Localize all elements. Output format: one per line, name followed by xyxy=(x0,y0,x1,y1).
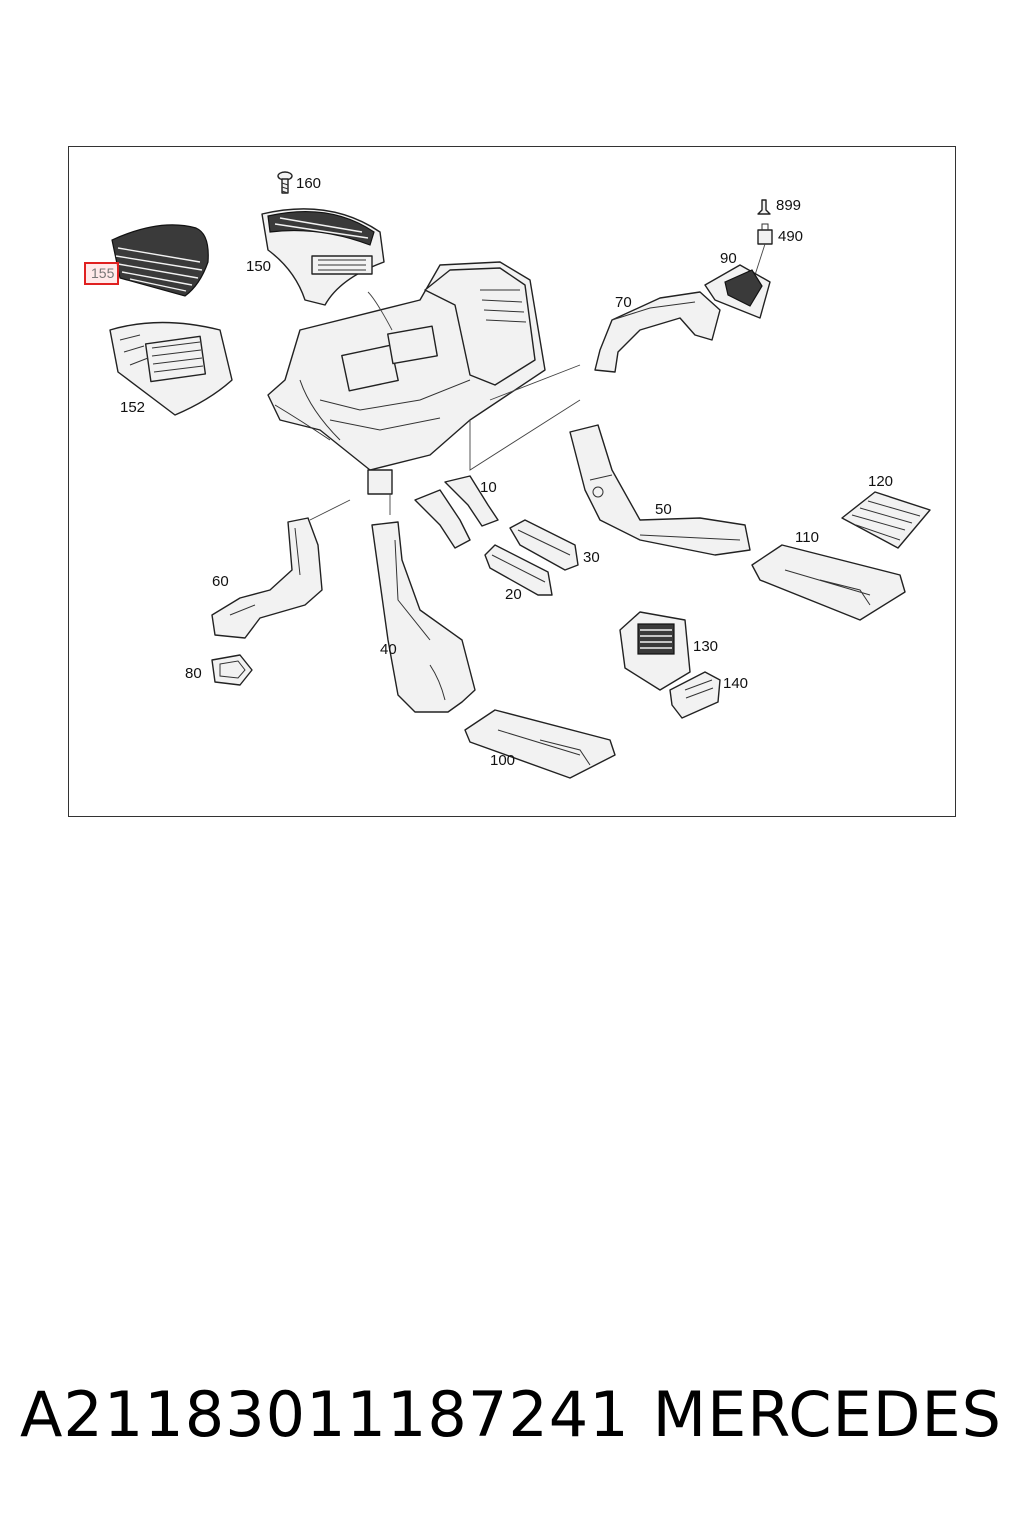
callout-150: 150 xyxy=(246,258,272,275)
callout-70: 70 xyxy=(615,294,632,311)
callout-20: 20 xyxy=(505,586,522,603)
callout-140: 140 xyxy=(723,675,749,692)
callout-90: 90 xyxy=(720,250,737,267)
diagram-frame xyxy=(68,146,956,817)
brand-name: MERCEDES xyxy=(652,1378,1002,1451)
callout-160: 160 xyxy=(296,175,322,192)
part-70-duct xyxy=(594,291,721,373)
part-152-left-vent xyxy=(109,321,233,416)
part-140-control-unit xyxy=(669,671,721,719)
callout-50: 50 xyxy=(655,501,672,518)
part-10-ducts xyxy=(414,475,499,549)
part-20-duct xyxy=(484,544,553,596)
part-80-gasket xyxy=(211,654,253,686)
callout-120: 120 xyxy=(868,473,894,490)
callout-100: 100 xyxy=(490,752,516,769)
part-30-duct xyxy=(509,519,579,571)
callout-130: 130 xyxy=(693,638,719,655)
part-number: A21183011187241 xyxy=(20,1378,630,1451)
part-899-490-fasteners xyxy=(754,199,773,276)
callout-60: 60 xyxy=(212,573,229,590)
callout-155-highlighted: 155 xyxy=(84,262,120,285)
callout-30: 30 xyxy=(583,549,600,566)
hvac-housing xyxy=(267,261,546,495)
part-130-console-vent xyxy=(619,611,691,691)
callout-40: 40 xyxy=(380,641,397,658)
part-100-floor-vent xyxy=(464,709,616,779)
callout-110: 110 xyxy=(795,529,819,546)
callout-80: 80 xyxy=(185,665,202,682)
callout-10: 10 xyxy=(480,479,497,496)
part-120-grille xyxy=(841,491,931,549)
part-160-screw xyxy=(277,171,293,194)
part-40-duct xyxy=(371,521,476,713)
part-110-floor-vent xyxy=(751,544,906,621)
part-60-duct xyxy=(211,517,323,639)
callout-152: 152 xyxy=(120,399,146,416)
part-155-outer-grille xyxy=(111,224,209,297)
callout-899: 899 xyxy=(776,197,802,214)
part-150-center-vent xyxy=(261,208,385,306)
caption-bar: A21183011187241 MERCEDES xyxy=(0,1378,1024,1468)
part-90-vent xyxy=(704,264,771,319)
part-50-duct xyxy=(569,424,751,556)
callout-490: 490 xyxy=(778,228,804,245)
parts-diagram xyxy=(109,171,931,779)
